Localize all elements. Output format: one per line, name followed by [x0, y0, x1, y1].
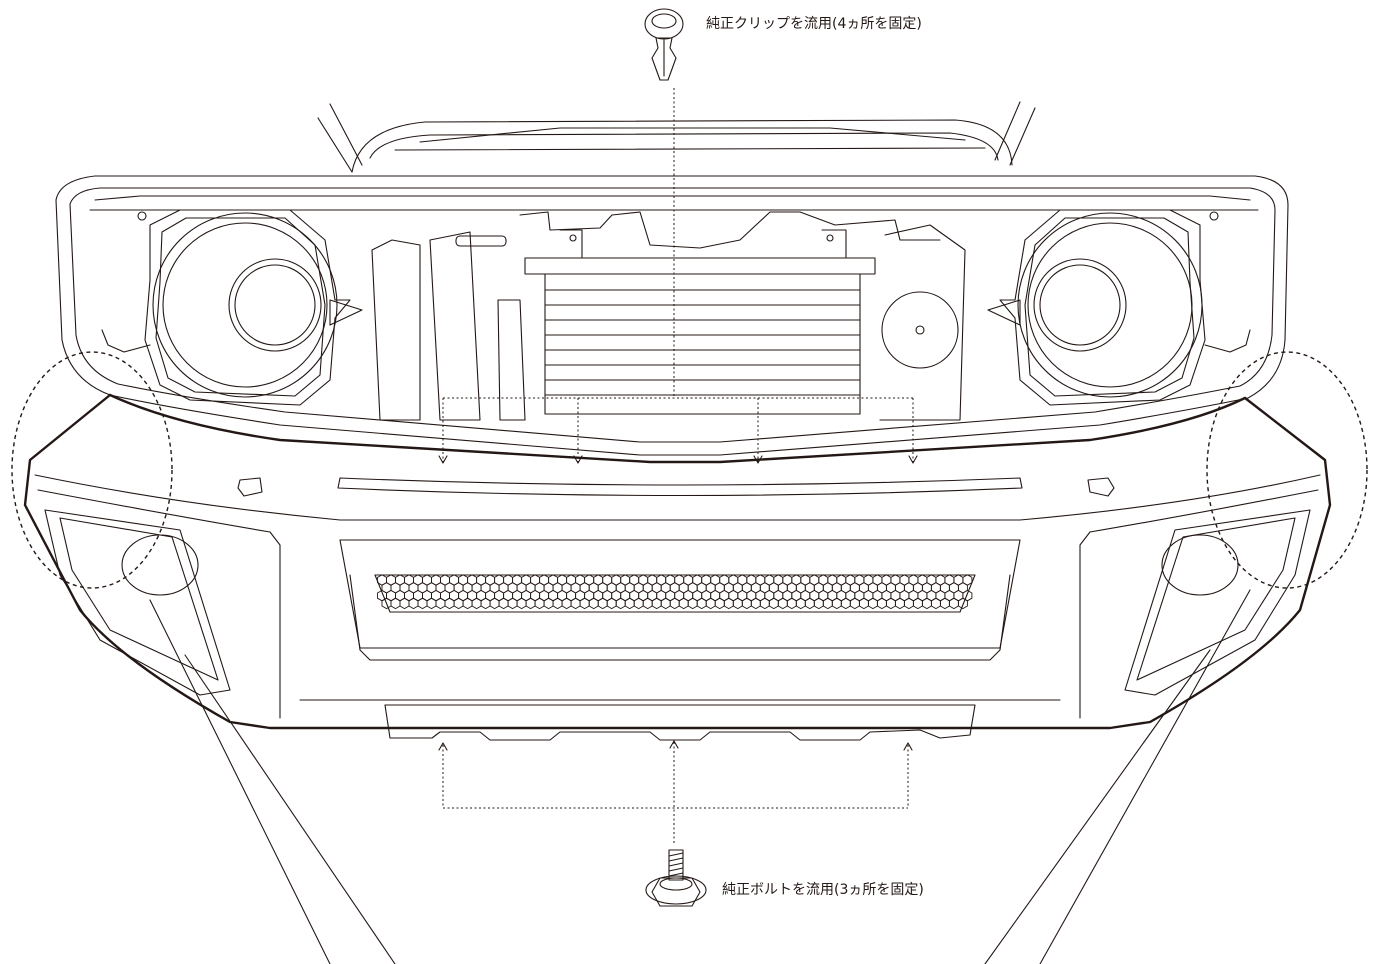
mesh-cell [480, 597, 491, 610]
hood [317, 101, 1036, 173]
mesh-cell [903, 597, 914, 610]
mesh-cell [588, 597, 599, 610]
fog-lamp-left [44, 509, 231, 696]
mesh-cell [417, 597, 428, 610]
mesh-cell [597, 597, 608, 610]
clip-icon [644, 8, 684, 81]
headlight-right [987, 209, 1206, 406]
mesh-cell [642, 597, 653, 610]
mesh-cell [543, 597, 554, 610]
mesh-cell [732, 597, 743, 610]
mesh-cell [957, 597, 968, 610]
honeycomb-mesh [377, 574, 973, 610]
mesh-cell [948, 597, 959, 610]
engine-bay [371, 211, 966, 421]
mesh-cell [840, 597, 851, 610]
mesh-cell [453, 597, 464, 610]
headlight-left [144, 209, 363, 406]
mesh-cell [462, 597, 473, 610]
mesh-cell [624, 597, 635, 610]
mesh-cell [399, 597, 410, 610]
mesh-cell [912, 597, 923, 610]
bolt-icon [645, 849, 707, 907]
mesh-cell [939, 597, 950, 610]
mesh-cell [678, 597, 689, 610]
mesh-cell [651, 597, 662, 610]
clip-callout-lines [438, 88, 918, 464]
mesh-cell [615, 597, 626, 610]
mesh-cell [525, 597, 536, 610]
mesh-cell [723, 597, 734, 610]
mesh-cell [822, 597, 833, 610]
mesh-cell [534, 597, 545, 610]
mesh-cell [894, 597, 905, 610]
mesh-cell [813, 597, 824, 610]
mesh-cell [741, 597, 752, 610]
mesh-cell [786, 597, 797, 610]
mesh-cell [507, 597, 518, 610]
mesh-cell [804, 597, 815, 610]
mesh-cell [552, 597, 563, 610]
mesh-cell [750, 597, 761, 610]
detail-circle-right [1206, 351, 1368, 589]
mesh-cell [570, 597, 581, 610]
mesh-cell [390, 597, 401, 610]
mesh-cell [696, 597, 707, 610]
front-bumper [23, 393, 1332, 741]
mesh-cell [444, 597, 455, 610]
mesh-cell [858, 597, 869, 610]
mesh-cell [885, 597, 896, 610]
mesh-cell [579, 597, 590, 610]
fog-lamp-right [1124, 509, 1311, 696]
mesh-cell [669, 597, 680, 610]
mesh-cell [471, 597, 482, 610]
mesh-cell [498, 597, 509, 610]
bolt-callout-lines [438, 740, 913, 845]
mesh-cell [633, 597, 644, 610]
mesh-cell [795, 597, 806, 610]
mesh-cell [489, 597, 500, 610]
mesh-cell [831, 597, 842, 610]
mesh-cell [687, 597, 698, 610]
detail-leader-lines [149, 589, 1251, 964]
mesh-cell [561, 597, 572, 610]
mesh-cell [768, 597, 779, 610]
mesh-cell [660, 597, 671, 610]
detail-circle-left [11, 351, 173, 589]
mesh-cell [435, 597, 446, 610]
mesh-cell [867, 597, 878, 610]
mesh-cell [930, 597, 941, 610]
mesh-cell [759, 597, 770, 610]
mesh-cell [426, 597, 437, 610]
mesh-cell [714, 597, 725, 610]
clip-callout-label: 純正クリップを流用(4ヵ所を固定) [706, 16, 922, 32]
mesh-cell [408, 597, 419, 610]
mesh-cell [876, 597, 887, 610]
mesh-cell [606, 597, 617, 610]
mesh-cell [849, 597, 860, 610]
mesh-cell [777, 597, 788, 610]
mesh-cell [921, 597, 932, 610]
bolt-callout-label: 純正ボルトを流用(3ヵ所を固定) [722, 882, 924, 898]
mesh-cell [516, 597, 527, 610]
mesh-cell [705, 597, 716, 610]
